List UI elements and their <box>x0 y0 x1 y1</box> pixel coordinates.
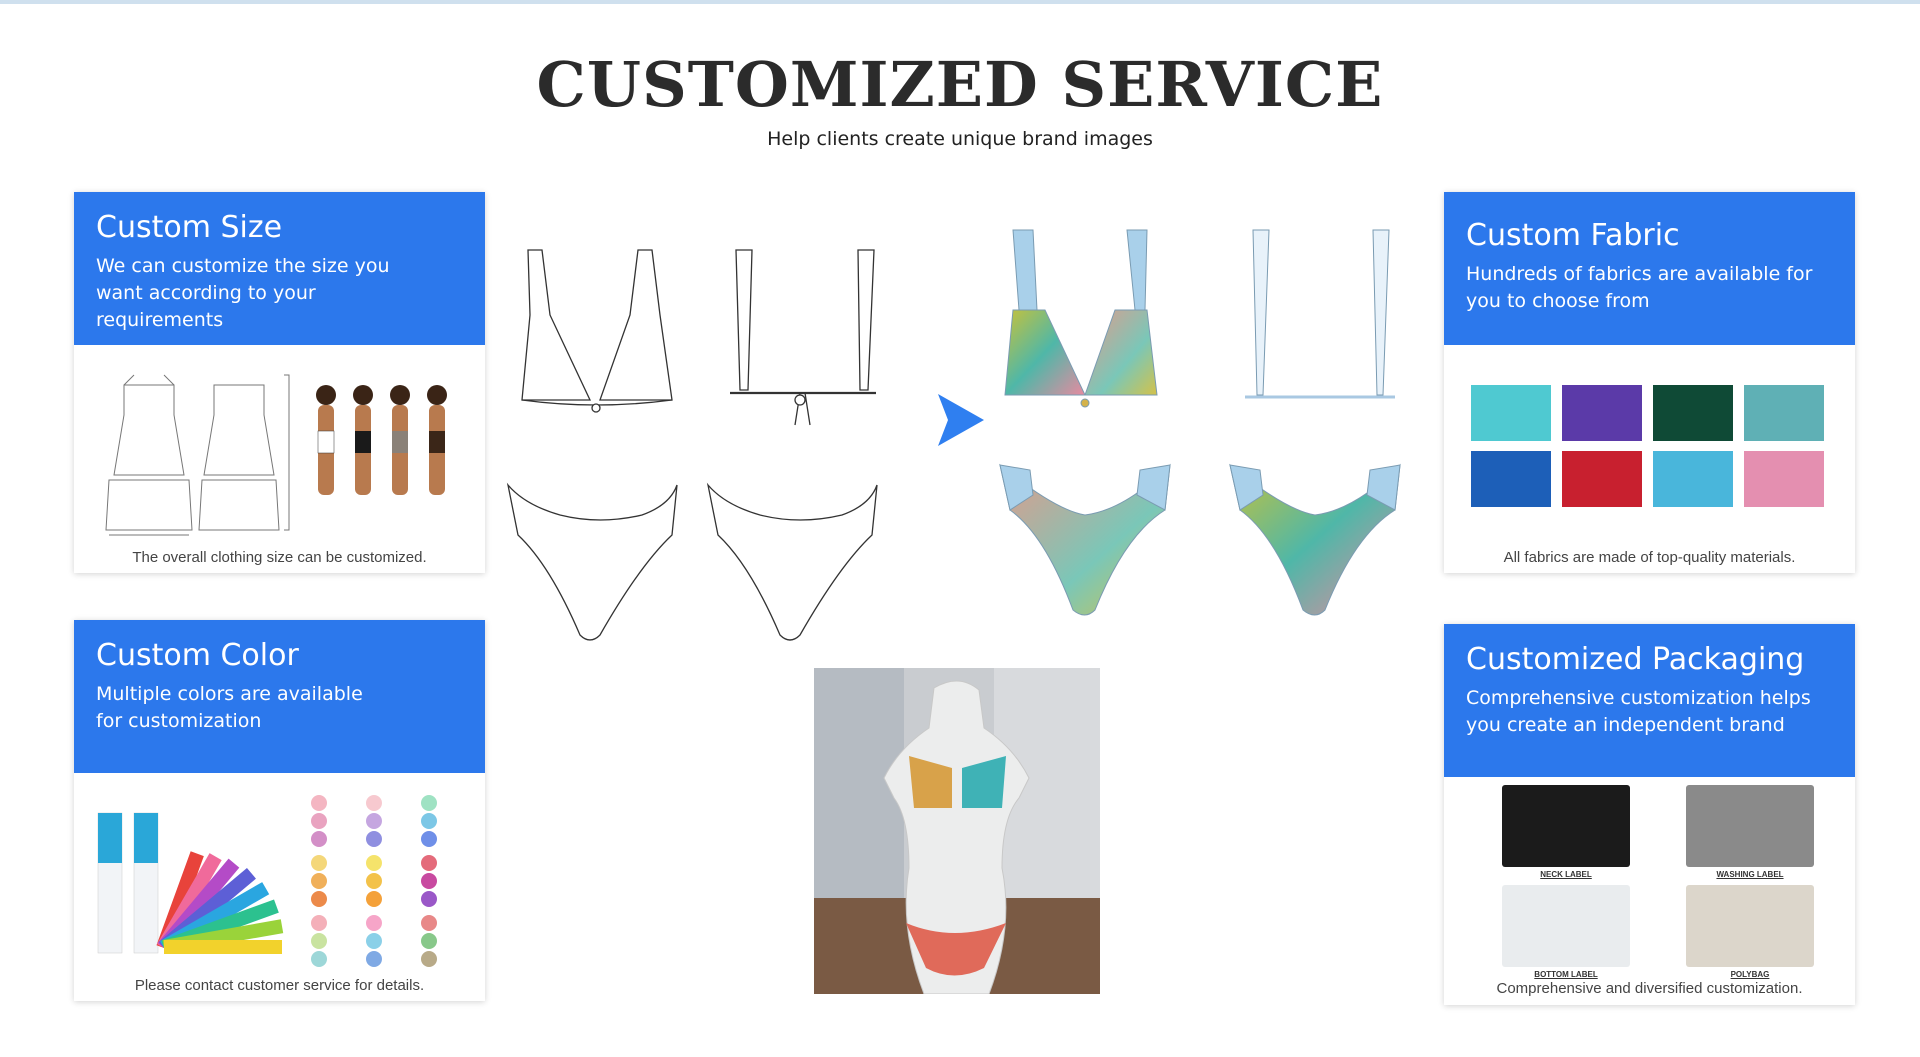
custom-packaging-caption: Comprehensive and diversified customizat… <box>1496 980 1803 997</box>
neck-label-image <box>1502 785 1630 867</box>
custom-size-description: We can customize the size you want accor… <box>96 255 390 331</box>
custom-packaging-description: Comprehensive customization helps you cr… <box>1466 687 1811 736</box>
bottom-label-image <box>1502 885 1630 967</box>
bikini-sketch-drawing <box>506 249 878 641</box>
custom-color-header: Custom Color Multiple colors are availab… <box>74 620 485 773</box>
custom-fabric-card: Custom Fabric Hundreds of fabrics are av… <box>1444 192 1855 573</box>
polybag-image <box>1686 885 1814 967</box>
fabric-swatch <box>1653 385 1733 441</box>
custom-size-title: Custom Size <box>96 210 283 245</box>
fabric-swatch <box>1562 385 1642 441</box>
fabric-swatch <box>1562 451 1642 507</box>
bottom-label-caption: BOTTOM LABEL <box>1534 970 1598 979</box>
custom-color-card: Custom Color Multiple colors are availab… <box>74 620 485 1001</box>
top-border-strip <box>0 0 1920 4</box>
bikini-print-rendering <box>999 229 1401 616</box>
polybag-caption: POLYBAG <box>1730 970 1770 979</box>
custom-packaging-card: Customized Packaging Comprehensive custo… <box>1444 624 1855 1005</box>
custom-size-illustration: The overall clothing size can be customi… <box>74 345 485 573</box>
mannequin-sample-photo <box>814 668 1100 994</box>
packaging-image-grid: NECK LABEL WASHING LABEL BOTTOM LABEL PO… <box>1444 777 1855 1005</box>
custom-size-header: Custom Size We can customize the size yo… <box>74 192 485 345</box>
arrow-right-icon <box>938 394 984 446</box>
washing-label-caption: WASHING LABEL <box>1716 870 1784 879</box>
custom-fabric-header: Custom Fabric Hundreds of fabrics are av… <box>1444 192 1855 345</box>
custom-size-card: Custom Size We can customize the size yo… <box>74 192 485 573</box>
custom-color-illustration: Please contact customer service for deta… <box>74 773 485 1001</box>
fabric-swatch <box>1471 385 1551 441</box>
custom-size-caption: The overall clothing size can be customi… <box>132 549 427 566</box>
custom-color-title: Custom Color <box>96 638 299 673</box>
washing-label-image <box>1686 785 1814 867</box>
custom-fabric-caption: All fabrics are made of top-quality mate… <box>1503 549 1796 566</box>
custom-packaging-title: Customized Packaging <box>1466 642 1805 677</box>
size-sketch-image <box>105 374 447 536</box>
custom-color-description: Multiple colors are available for custom… <box>96 683 363 732</box>
fabric-swatch <box>1653 451 1733 507</box>
custom-packaging-header: Customized Packaging Comprehensive custo… <box>1444 624 1855 777</box>
neck-label-caption: NECK LABEL <box>1540 870 1592 879</box>
custom-fabric-title: Custom Fabric <box>1466 218 1680 253</box>
page-title: CUSTOMIZED SERVICE <box>536 48 1384 121</box>
fabric-swatch <box>1744 451 1824 507</box>
custom-fabric-description: Hundreds of fabrics are available for yo… <box>1466 263 1813 312</box>
color-palette-image <box>97 795 437 967</box>
fabric-swatch-grid: All fabrics are made of top-quality mate… <box>1444 345 1855 573</box>
fabric-swatch <box>1744 385 1824 441</box>
page-subtitle: Help clients create unique brand images <box>767 128 1153 150</box>
fabric-swatch <box>1471 451 1551 507</box>
custom-color-caption: Please contact customer service for deta… <box>134 977 425 994</box>
